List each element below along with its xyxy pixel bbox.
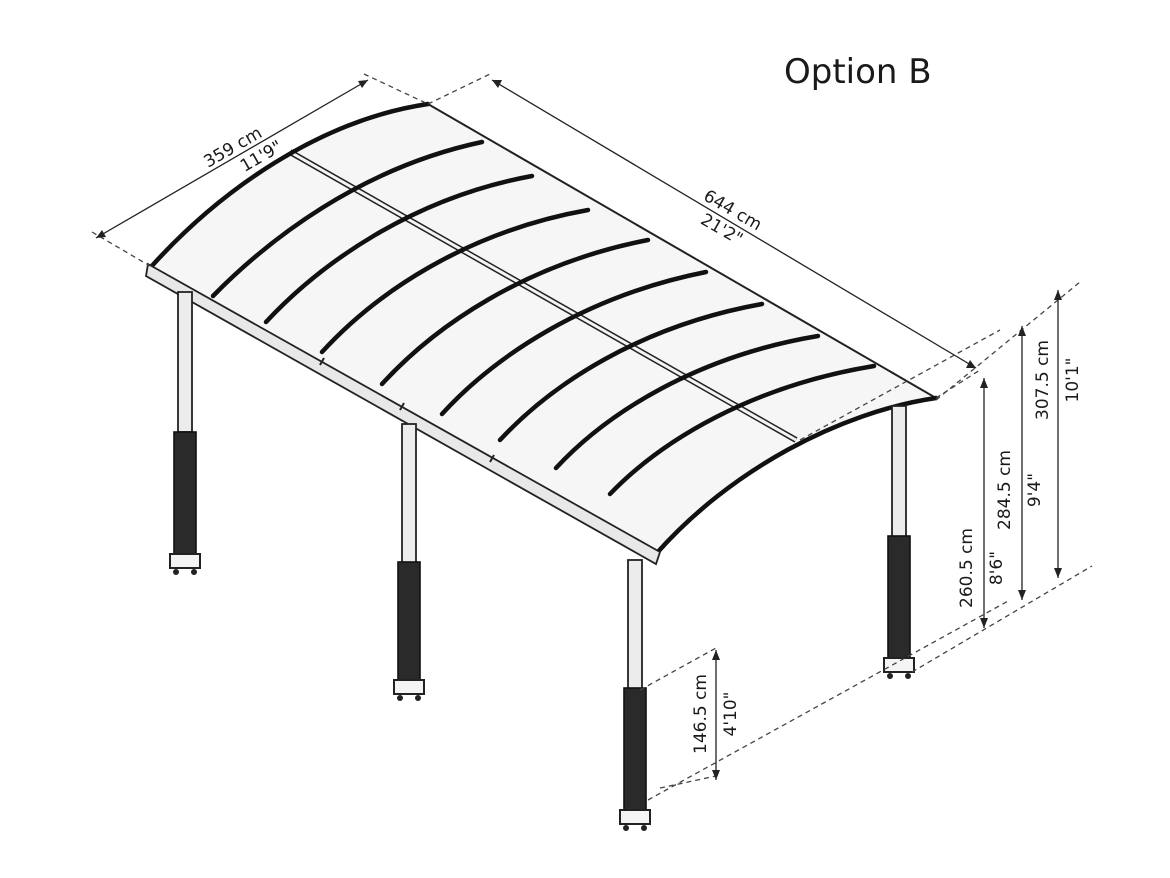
roof-ribs <box>147 101 939 557</box>
post-base-cm-label: 146.5 cm <box>691 674 711 754</box>
post-base-dimension: 146.5 cm 4'10" <box>639 647 741 789</box>
eave-height-cm-label: 260.5 cm <box>957 528 977 608</box>
mid-height-cm-label: 284.5 cm <box>995 450 1015 530</box>
post-front-middle <box>393 423 425 701</box>
front-eave-beam <box>145 262 662 566</box>
roof-back-edge <box>427 103 937 399</box>
mid-height-in-label: 9'4" <box>1025 473 1045 507</box>
post-front-left <box>169 291 201 575</box>
peak-height-cm-label: 307.5 cm <box>1033 340 1053 420</box>
height-dimensions: 260.5 cm 8'6" 284.5 cm 9'4" 307.5 cm 10'… <box>647 281 1093 801</box>
option-title: Option B <box>784 52 932 92</box>
post-front-right <box>619 559 651 831</box>
roof <box>145 101 939 566</box>
peak-height-in-label: 10'1" <box>1063 358 1083 403</box>
post-back-right <box>883 405 915 679</box>
post-base-in-label: 4'10" <box>721 692 741 737</box>
eave-height-in-label: 8'6" <box>987 551 1007 585</box>
